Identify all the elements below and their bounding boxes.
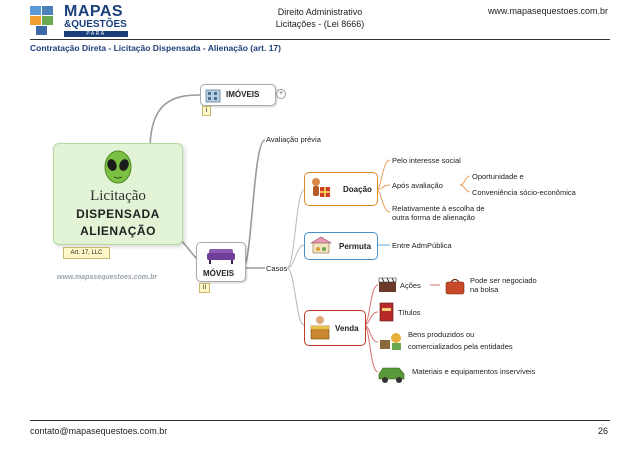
connector-doacao-sub [459,175,471,186]
sofa-icon [207,249,235,264]
doacao-item: Após avaliação [392,181,443,190]
old-car-icon [378,367,405,383]
market-stall-icon [309,236,333,254]
roman-tag-ii: II [199,283,210,293]
permuta-node[interactable]: Permuta [304,232,378,260]
logo-square-icon [42,16,53,25]
permuta-item: Entre AdmPública [392,241,452,250]
moveis-label: MÓVEIS [203,269,235,278]
alien-icon [104,150,132,184]
footer-email[interactable]: contato@mapasequestoes.com.br [30,426,168,436]
central-line2: DISPENSADA [76,207,160,221]
acoes-note: Pode ser negociado [470,276,537,285]
imoveis-node[interactable]: IMÓVEIS [200,84,276,106]
connector-imoveis [149,94,201,151]
logo-square-icon [30,16,41,25]
header-divider [30,39,610,40]
connector-venda-item [363,324,379,373]
connector-venda-item [363,284,379,326]
footer-divider [30,420,610,421]
clapper-icon [378,277,397,292]
central-line3: ALIENAÇÃO [80,224,156,238]
casos-label: Casos [266,264,288,273]
watermark: www.mapasequestoes.com.br [57,274,158,281]
connector-venda [286,267,305,326]
header-law: Licitações - (Lei 8666) [275,19,365,29]
page-subtitle: Contratação Direta - Licitação Dispensad… [30,43,281,53]
page-number: 26 [597,426,608,436]
bag-icon [445,278,465,295]
logo-subtitle: &QUESTÕES [64,19,127,30]
venda-node[interactable]: Venda [304,310,366,346]
logo: MAPAS &QUESTÕES PARA CONCURSOS [30,3,130,43]
logo-title: MAPAS [64,3,124,20]
gift-person-icon [312,178,330,197]
book-icon [379,302,394,322]
imoveis-label: IMÓVEIS [226,90,260,99]
building-icon [205,89,221,103]
logo-square-icon [30,6,41,15]
connector-permuta [286,244,305,269]
doacao-sub-item: Oportunidade e [472,172,524,181]
logo-square-icon [42,6,53,15]
header-subject: Direito Administrativo [277,7,363,17]
goods-icon [380,333,401,350]
doacao-item: outra forma de alienação [392,213,475,222]
header-center: Direito Administrativo Licitações - (Lei… [240,6,400,30]
avaliacao-previa-label: Avaliação prévia [266,135,321,144]
vendor-icon [310,316,330,340]
moveis-node[interactable]: MÓVEIS [196,242,246,282]
doacao-label: Doação [343,185,372,194]
acoes-label: Ações [400,281,421,290]
permuta-label: Permuta [339,242,372,251]
connector-doacao-sub [459,184,471,193]
bens-item: Bens produzidos ou [408,330,475,339]
expand-toggle[interactable]: + [276,89,286,99]
venda-label: Venda [335,324,359,333]
doacao-item: Relativamente à escolha de [392,204,485,213]
connector-doacao [286,189,305,269]
central-title: Licitação [90,188,146,204]
doacao-item: Pelo interesse social [392,156,461,165]
header-website[interactable]: www.mapasequestoes.com.br [487,6,608,16]
doacao-node[interactable]: Doação [304,172,378,206]
article-tag: Art. 17, LLC [63,247,110,259]
materiais-label: Materiais e equipamentos inservíveis [412,367,536,376]
logo-square-icon [36,26,47,35]
doacao-sub-item: Conveniência sócio-econômica [472,188,576,197]
central-topic[interactable]: Licitação DISPENSADA ALIENAÇÃO [53,143,183,245]
titulos-label: Títulos [398,308,421,317]
logo-tagline: PARA CONCURSOS [64,31,128,43]
connector-avaliacao [242,139,266,269]
acoes-note: na bolsa [470,285,499,294]
roman-tag-i: I [202,106,211,116]
bens-item: comercializados pela entidades [408,342,513,351]
connector-doacao-item [375,189,391,213]
